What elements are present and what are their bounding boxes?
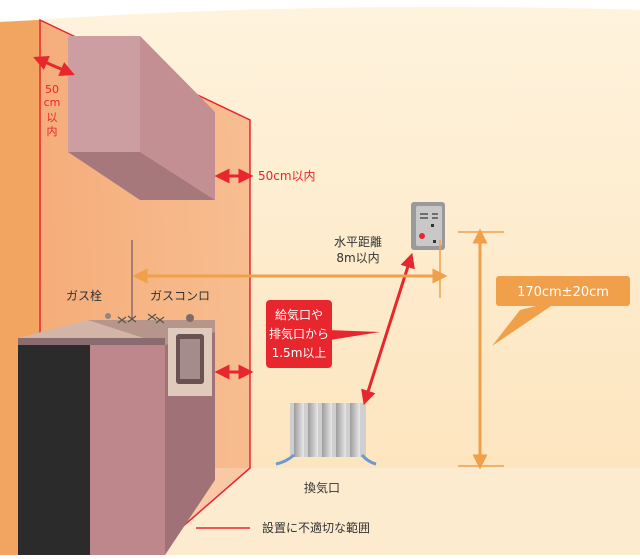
range-hood <box>68 36 215 200</box>
right-clearance-label: 50cm以内 <box>258 169 316 183</box>
vent-callout-pointer <box>328 330 380 340</box>
vent-grille <box>275 403 377 466</box>
height-label: 170cm±20cm <box>517 285 609 300</box>
horizontal-distance-label-2: 8m以内 <box>336 251 379 265</box>
vent-callout-box <box>266 300 332 368</box>
gas-valve-label: ガス栓 <box>66 288 102 303</box>
top-clearance-arrow <box>33 56 75 76</box>
top-clearance-label-3: 以 <box>47 111 58 124</box>
unsuitable-area-label: 設置に不適切な範囲 <box>262 520 370 535</box>
kitchen-counter <box>18 314 215 555</box>
vent-distance-label-3: 1.5m以上 <box>272 346 327 360</box>
top-clearance-label-1: 50 <box>45 83 59 96</box>
horizontal-distance-label-1: 水平距離 <box>334 235 382 249</box>
vent-label: 換気口 <box>304 480 340 495</box>
gas-stove-label: ガスコンロ <box>150 289 210 303</box>
height-callout-pointer <box>492 300 560 346</box>
top-clearance-label-2: cm <box>44 96 61 109</box>
burner-icons <box>105 313 165 324</box>
vent-distance-label-1: 給気口や <box>275 307 323 322</box>
height-callout-box <box>496 276 630 306</box>
top-clearance-label-4: 内 <box>47 124 58 138</box>
water-heater-unit <box>411 202 445 250</box>
vent-distance-label-2: 排気口から <box>269 326 329 341</box>
